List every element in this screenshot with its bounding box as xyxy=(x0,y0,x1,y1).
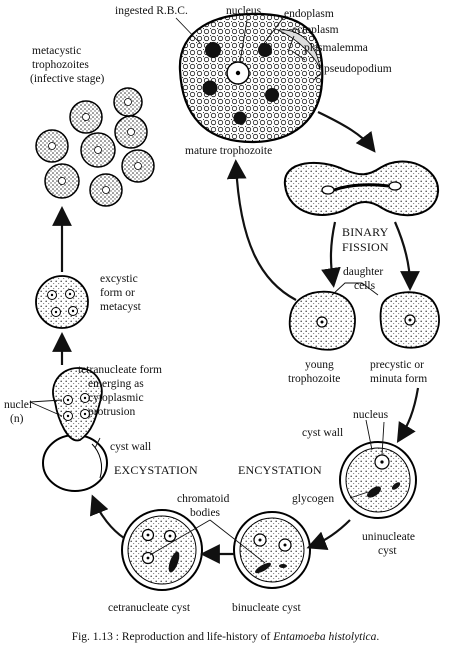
label-fission: FISSION xyxy=(342,240,389,254)
metacystic-trophozoites xyxy=(35,87,155,207)
label-minuta: minuta form xyxy=(370,373,427,385)
label-cells: cells xyxy=(354,280,376,292)
label-metacystic-1: metacystic xyxy=(32,45,81,57)
arrow-to-binucleate xyxy=(306,519,351,551)
label-metacystic-2: trophozoites xyxy=(32,59,89,71)
label-endoplasm: endoplasm xyxy=(284,8,334,20)
label-metacystic-3: (infective stage) xyxy=(30,73,105,85)
binary-fission-cell xyxy=(283,160,440,217)
label-ingested-rbc: ingested R.B.C. xyxy=(115,5,188,17)
label-young-trophozoite: trophozoite xyxy=(288,373,340,385)
label-chromatoid: chromatoid xyxy=(177,493,230,505)
leader-lines xyxy=(29,17,385,564)
arrow-back-to-mature xyxy=(226,159,297,301)
chromatoid-body xyxy=(168,551,180,573)
metacystic-trophozoite xyxy=(35,129,69,163)
label-daughter: daughter xyxy=(343,266,383,278)
excystation-cyst xyxy=(42,367,108,492)
label-glycogen: glycogen xyxy=(292,493,334,505)
label-nuclei-n: (n) xyxy=(10,413,24,425)
young-trophozoite-cell xyxy=(288,290,356,351)
tetranucleate-cyst xyxy=(121,509,203,591)
caption-prefix: Fig. 1.13 : Reproduction and life-histor… xyxy=(71,631,274,643)
label-bodies: bodies xyxy=(190,507,221,519)
label-excystic-2: form or xyxy=(100,287,135,299)
label-excystic-3: metacyst xyxy=(100,301,142,313)
arrow-to-excystation xyxy=(89,494,125,539)
ingested-rbc xyxy=(205,42,221,58)
tetranucleate-emerging-form xyxy=(52,367,103,442)
label-ectoplasm: ectoplasm xyxy=(292,24,339,36)
metacystic-trophozoite xyxy=(44,163,80,199)
uninucleate-cyst xyxy=(339,441,417,519)
cycle-arrows xyxy=(52,111,420,564)
metacystic-trophozoite xyxy=(69,100,103,134)
label-uninucleate-cyst: cyst xyxy=(378,545,397,557)
metacystic-trophozoite xyxy=(113,87,143,117)
metacystic-trophozoite xyxy=(114,115,148,149)
metacystic-trophozoite xyxy=(121,149,155,183)
chromatoid-body xyxy=(255,562,271,574)
label-excystic-1: excystic xyxy=(100,273,138,285)
label-nuclei: nuclei xyxy=(4,399,32,411)
label-precystic: precystic or xyxy=(370,359,424,371)
arrow-to-precystic xyxy=(393,221,420,291)
arrow-to-young xyxy=(321,221,341,288)
label-cyst-wall-left: cyst wall xyxy=(110,441,151,453)
caption-species: Entamoeba histolytica xyxy=(273,631,377,643)
label-plasmalemma: plasmalemma xyxy=(304,42,368,54)
label-binucleate-cyst: binucleate cyst xyxy=(232,602,301,614)
label-tetra-4: protrusion xyxy=(88,406,136,418)
arrow-to-uninucleate xyxy=(396,387,420,444)
binucleate-cyst xyxy=(233,511,311,589)
label-mature-trophozoite: mature trophozoite xyxy=(185,145,272,157)
metacystic-trophozoite xyxy=(89,173,123,207)
label-young: young xyxy=(305,359,334,371)
label-uninucleate: uninucleate xyxy=(362,531,415,543)
caption-suffix: . xyxy=(376,631,380,643)
label-tetra-2: emerging as xyxy=(88,378,144,390)
metacystic-trophozoite xyxy=(80,132,116,168)
figure-caption: Fig. 1.13 : Reproduction and life-histor… xyxy=(0,631,451,643)
glycogen-mass xyxy=(367,486,381,498)
label-pseudopodium: pseudopodium xyxy=(324,63,392,75)
label-tetra-1: tetranucleate form xyxy=(78,364,162,376)
arrow-to-fission xyxy=(317,111,376,153)
label-tetranucleate-cyst: cetranucleate cyst xyxy=(108,602,191,614)
label-nucleus-cyst: nucleus xyxy=(353,409,389,421)
precystic-form-cell xyxy=(379,291,440,349)
ingested-rbc xyxy=(258,43,272,57)
mature-trophozoite-cell xyxy=(178,12,324,144)
label-cyst-wall-right: cyst wall xyxy=(302,427,343,439)
label-tetra-3: cytoplasmic xyxy=(88,392,144,404)
label-encystation: ENCYSTATION xyxy=(238,463,322,477)
ingested-rbc xyxy=(265,88,279,102)
ingested-rbc xyxy=(233,111,247,125)
label-excystation: EXCYSTATION xyxy=(114,463,198,477)
metacyst-cell xyxy=(35,275,89,329)
label-nucleus-top: nucleus xyxy=(226,5,262,17)
label-binary: BINARY xyxy=(342,225,389,239)
ingested-rbc xyxy=(202,80,218,96)
